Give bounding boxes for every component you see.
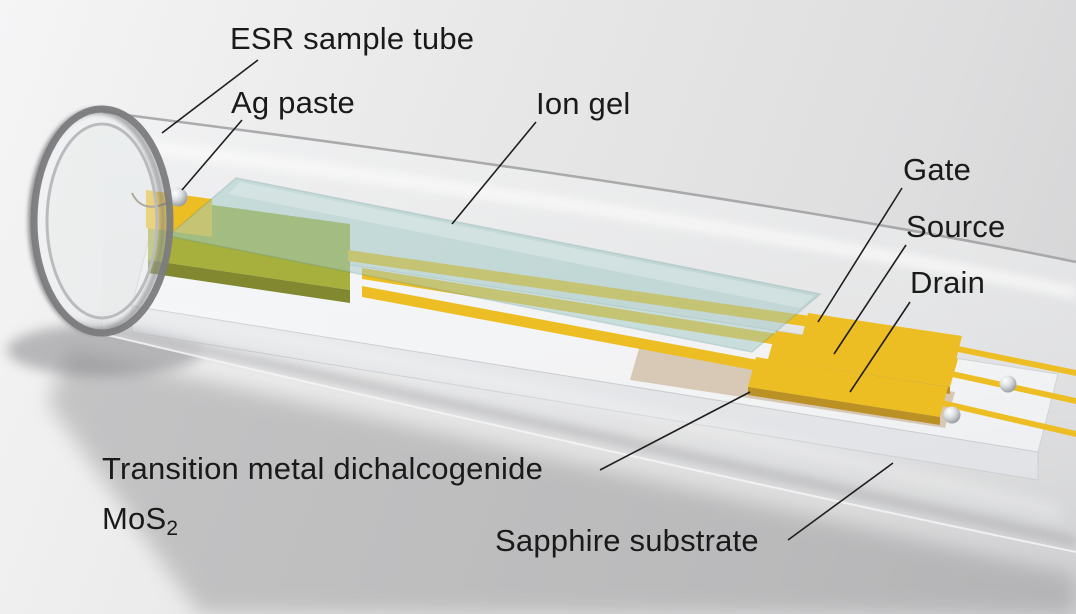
drain-strip bbox=[362, 286, 758, 371]
tube-opening bbox=[28, 105, 174, 337]
leader-sapphire bbox=[787, 462, 894, 541]
tube-top-edge bbox=[102, 110, 1076, 264]
source-pad bbox=[768, 331, 958, 387]
opening-inner-rim bbox=[45, 122, 159, 320]
label-gate: Gate bbox=[903, 152, 972, 187]
leader-lines bbox=[161, 59, 911, 541]
gate-wire bbox=[958, 346, 1076, 376]
label-drain: Drain bbox=[910, 265, 986, 300]
opening-outer-rim bbox=[30, 105, 174, 337]
tube-top-highlight bbox=[150, 140, 1076, 300]
label-tmd: Transition metal dichalcogenide bbox=[102, 451, 544, 486]
label-sapphire-substrate: Sapphire substrate bbox=[495, 523, 759, 558]
label-ag-paste: Ag paste bbox=[231, 85, 355, 120]
mos2-base: MoS bbox=[102, 501, 167, 536]
ag-paste-ball-drain bbox=[943, 406, 961, 424]
leader-ion-gel bbox=[451, 121, 537, 225]
ag-paste-contacts bbox=[131, 187, 1017, 424]
tube-bottom-edge bbox=[102, 333, 1076, 553]
ag-paste-ball-left bbox=[168, 187, 188, 207]
gate-pad-left-front bbox=[148, 260, 350, 303]
ion-gel-layer bbox=[166, 177, 822, 353]
drain-wire bbox=[942, 400, 1076, 437]
drain-pad bbox=[748, 357, 948, 417]
tube-lower-highlight bbox=[120, 300, 1060, 520]
leader-ag-paste bbox=[181, 119, 243, 191]
tube-glass-front bbox=[102, 110, 1076, 553]
label-ion-gel: Ion gel bbox=[536, 86, 631, 121]
label-mos2-formula: MoS2 bbox=[102, 501, 179, 540]
ion-gel-sheen bbox=[228, 182, 814, 308]
label-esr-sample-tube: ESR sample tube bbox=[230, 21, 475, 56]
tube-bottom-shading bbox=[103, 322, 1076, 548]
tube-cast-shadow bbox=[48, 350, 1076, 614]
mos2-subscript: 2 bbox=[166, 517, 179, 540]
leader-source bbox=[833, 244, 907, 355]
gate-pad-right bbox=[802, 313, 962, 360]
ag-paste-ball-source bbox=[999, 375, 1017, 393]
leader-tmd bbox=[599, 391, 751, 471]
tube-front-wall bbox=[103, 112, 1076, 552]
leader-gate bbox=[817, 187, 903, 323]
leader-drain bbox=[849, 301, 911, 393]
ion-gel-sheet bbox=[166, 177, 822, 353]
leader-esr-tube bbox=[161, 59, 259, 134]
label-source: Source bbox=[906, 209, 1006, 244]
drain-pad-front bbox=[748, 387, 940, 425]
